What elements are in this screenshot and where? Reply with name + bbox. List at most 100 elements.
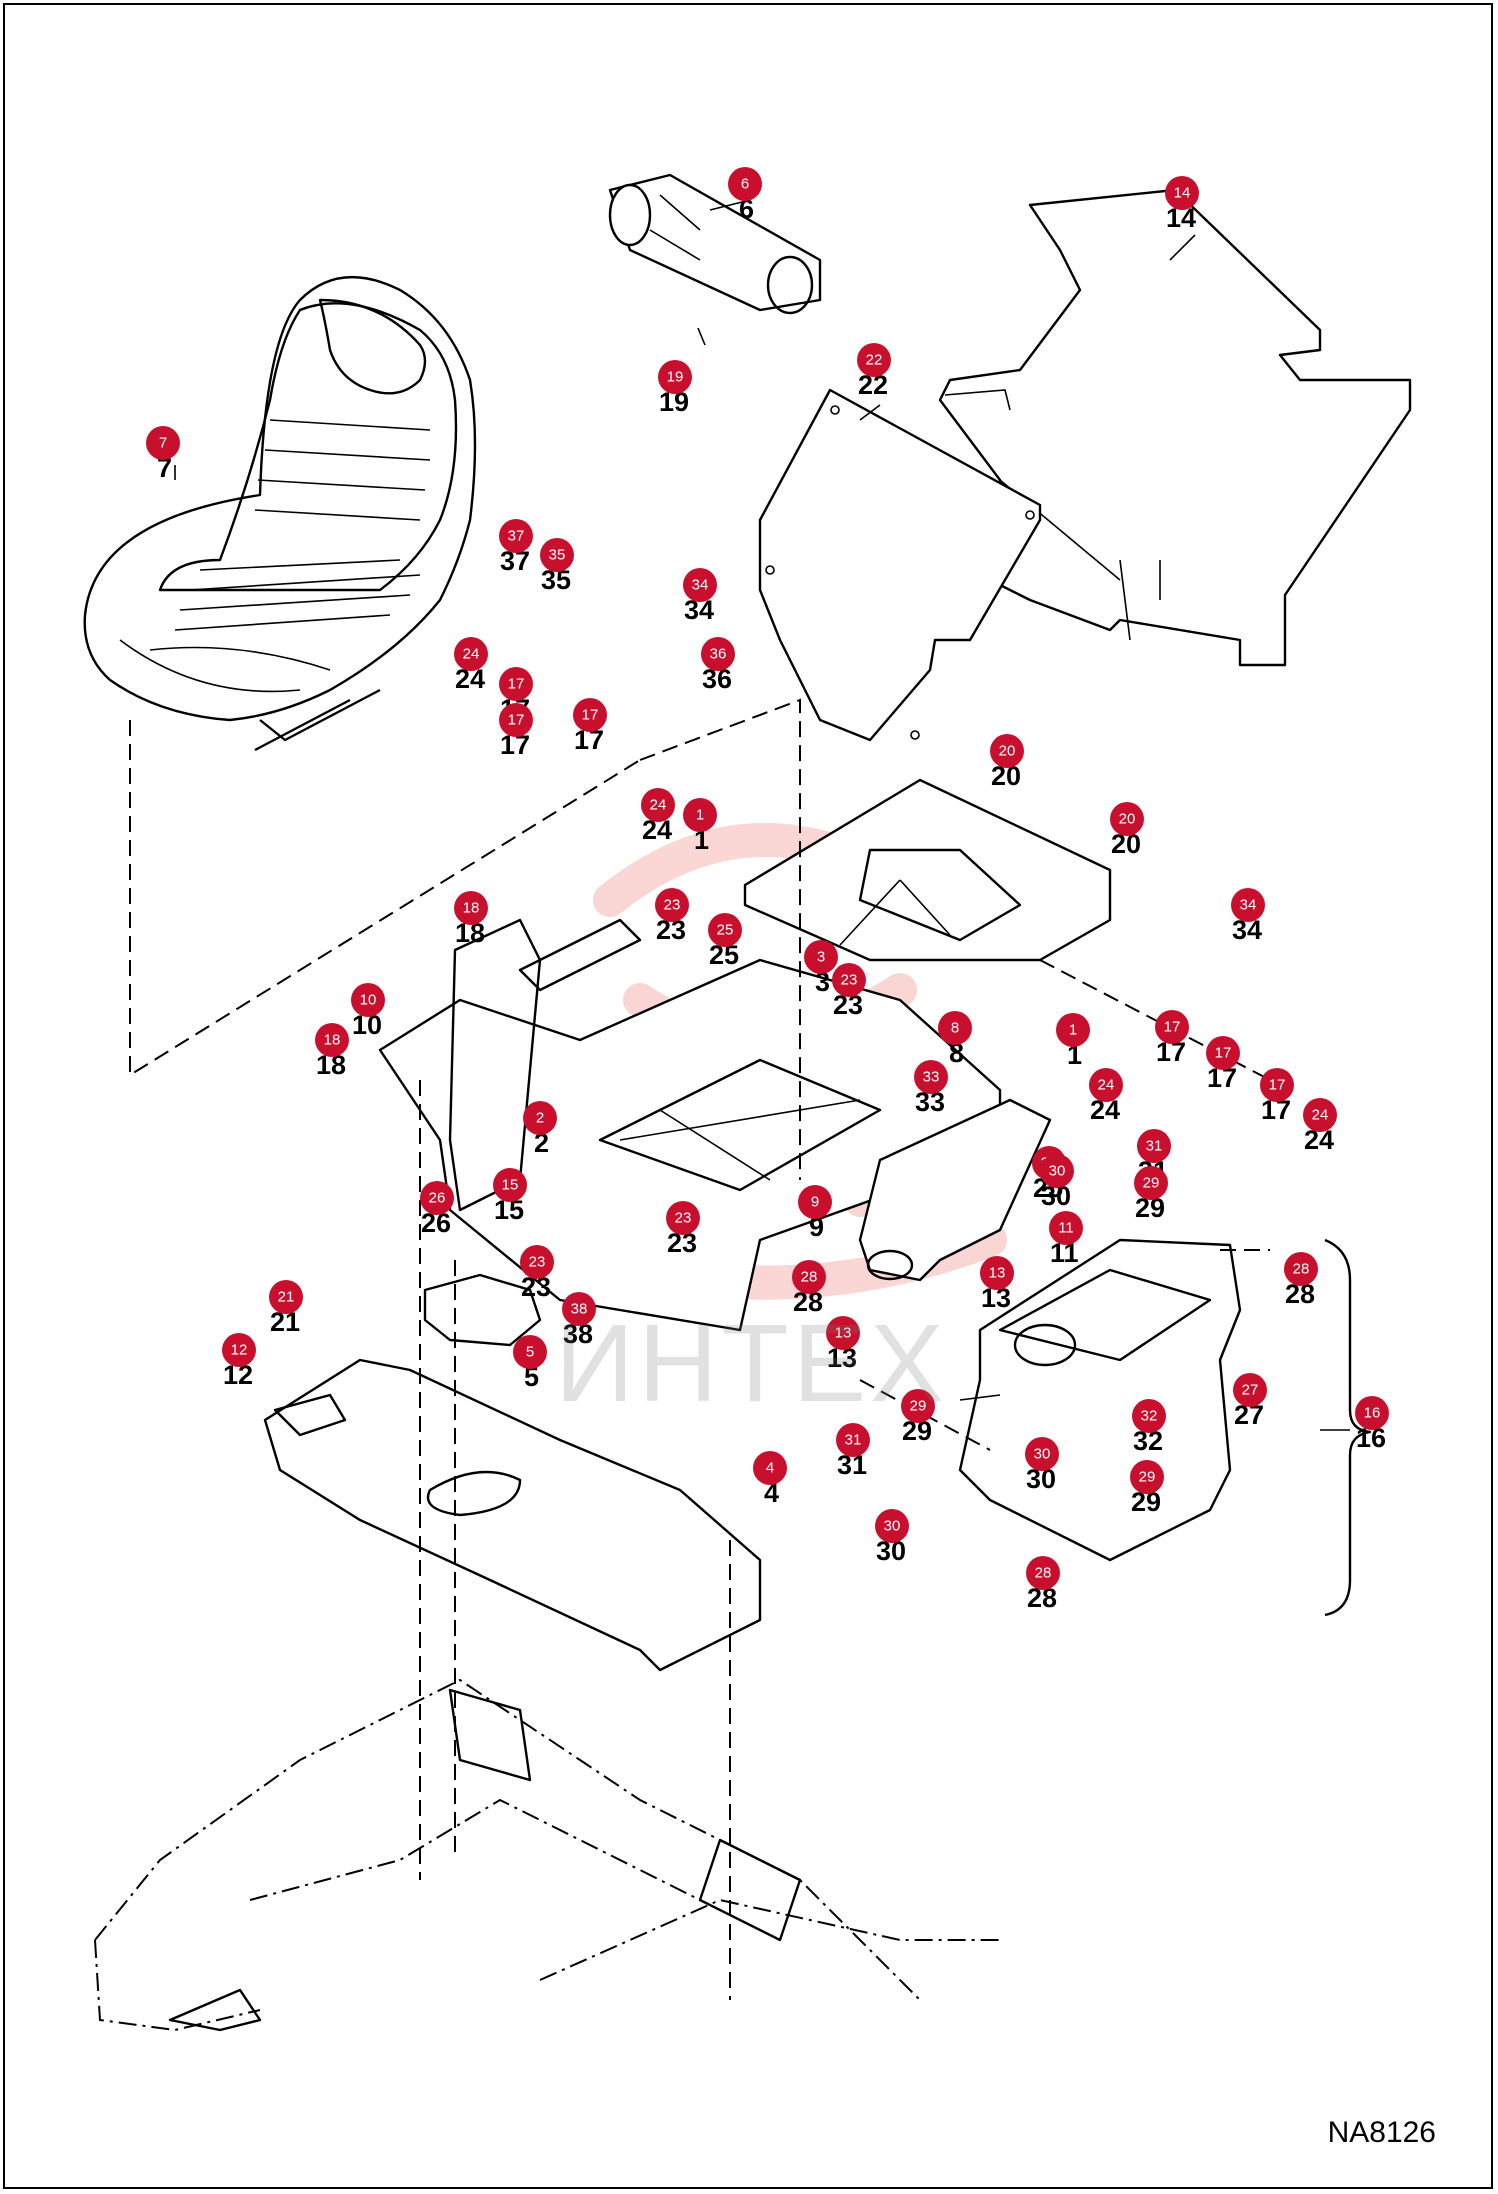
callout-circle	[701, 637, 735, 671]
callout-circle	[1049, 1211, 1083, 1245]
callout-17: 17	[1206, 1036, 1240, 1070]
callout-6: 6	[728, 167, 762, 201]
callout-14: 14	[1165, 176, 1199, 210]
callout-number: 14	[1174, 185, 1191, 202]
callout-35: 35	[540, 538, 574, 572]
callout-7: 7	[146, 426, 180, 460]
storage-box-part	[958, 1238, 1242, 1562]
callout-number: 8	[951, 1020, 959, 1037]
callout-number: 28	[801, 1269, 818, 1286]
callout-28: 28	[792, 1260, 826, 1294]
callout-number: 37	[508, 528, 525, 545]
part-number-label: 7	[157, 453, 172, 483]
callout-circle	[938, 1011, 972, 1045]
callout-number: 38	[571, 1301, 588, 1318]
callout-number: 20	[999, 743, 1016, 760]
callout-27: 27	[1233, 1373, 1267, 1407]
callout-number: 28	[1035, 1565, 1052, 1582]
callout-circle	[499, 519, 533, 553]
callout-24: 24	[641, 788, 675, 822]
callout-number: 6	[741, 176, 749, 193]
callout-20: 20	[990, 734, 1024, 768]
callout-circle	[1206, 1036, 1240, 1070]
callout-number: 24	[1312, 1107, 1329, 1124]
callout-circle	[513, 1335, 547, 1369]
callout-number: 29	[1143, 1175, 1160, 1192]
part-number-label: 3	[815, 967, 830, 997]
callout-number: 16	[1364, 1405, 1381, 1422]
callout-number: 19	[667, 369, 684, 386]
callout-circle	[1130, 1460, 1164, 1494]
callout-11: 11	[1049, 1211, 1083, 1245]
callout-circle	[655, 888, 689, 922]
callout-12: 12	[222, 1333, 256, 1367]
callout-number: 3	[817, 949, 825, 966]
part-number-label: 1	[694, 825, 709, 855]
callout-32: 32	[1132, 1399, 1166, 1433]
callout-23: 23	[666, 1201, 700, 1235]
callout-number: 1	[1069, 1022, 1077, 1039]
callout-number: 30	[884, 1518, 901, 1535]
callout-31: 31	[836, 1423, 870, 1457]
callout-3: 3	[804, 940, 838, 974]
callout-circle	[753, 1451, 787, 1485]
callout-number: 29	[910, 1398, 927, 1415]
callout-circle	[1233, 1373, 1267, 1407]
callout-number: 26	[429, 1190, 446, 1207]
callout-23: 23	[520, 1245, 554, 1279]
callout-circle	[1355, 1396, 1389, 1430]
callout-number: 29	[1139, 1469, 1156, 1486]
callout-circle	[523, 1101, 557, 1135]
machine-frame	[94, 1678, 1000, 2032]
callout-number: 4	[766, 1460, 774, 1477]
callout-number: 23	[675, 1210, 692, 1227]
callout-circle	[1303, 1098, 1337, 1132]
callout-number: 22	[866, 352, 883, 369]
callout-4: 4	[753, 1451, 787, 1485]
callout-number: 17	[508, 712, 525, 729]
callout-number: 17	[1269, 1077, 1286, 1094]
part-number-label: 8	[949, 1038, 964, 1068]
callout-circle	[914, 1060, 948, 1094]
callout-36: 36	[701, 637, 735, 671]
callout-number: 17	[1164, 1019, 1181, 1036]
callout-13: 13	[980, 1256, 1014, 1290]
cover-panel-part	[938, 188, 1412, 667]
part-number-label: 4	[764, 1478, 779, 1508]
callout-circle	[222, 1333, 256, 1367]
watermark-text: ИНТЕХ	[555, 1302, 948, 1425]
drawing-border	[3, 3, 1493, 2189]
callout-number: 17	[1215, 1045, 1232, 1062]
callout-number: 23	[664, 897, 681, 914]
callout-number: 1	[696, 807, 704, 824]
callout-circle	[146, 426, 180, 460]
callout-number: 17	[508, 676, 525, 693]
part-number-label: 6	[739, 194, 754, 224]
panel-part	[758, 388, 1042, 742]
callout-9: 9	[798, 1185, 832, 1219]
callout-number: 15	[502, 1177, 519, 1194]
callout-number: 9	[811, 1194, 819, 1211]
callout-31: 31	[1137, 1129, 1171, 1163]
callout-circle	[1056, 1013, 1090, 1047]
seat-mount-plate-part	[743, 778, 1112, 962]
callout-15: 15	[493, 1168, 527, 1202]
callout-33: 33	[914, 1060, 948, 1094]
callout-number: 12	[231, 1342, 248, 1359]
callout-23: 23	[832, 963, 866, 997]
callout-number: 23	[841, 972, 858, 989]
callout-circle	[1134, 1166, 1168, 1200]
callout-number: 18	[463, 900, 480, 917]
callout-circle	[728, 167, 762, 201]
callout-circle	[1260, 1068, 1294, 1102]
callout-24: 24	[1089, 1068, 1123, 1102]
callout-circle	[980, 1256, 1014, 1290]
callout-circle	[857, 343, 891, 377]
callout-number: 23	[529, 1254, 546, 1271]
callout-circle	[562, 1292, 596, 1326]
callout-17: 17	[1155, 1010, 1189, 1044]
callout-number: 24	[650, 797, 667, 814]
callout-19: 19	[658, 360, 692, 394]
callout-number: 36	[710, 646, 727, 663]
